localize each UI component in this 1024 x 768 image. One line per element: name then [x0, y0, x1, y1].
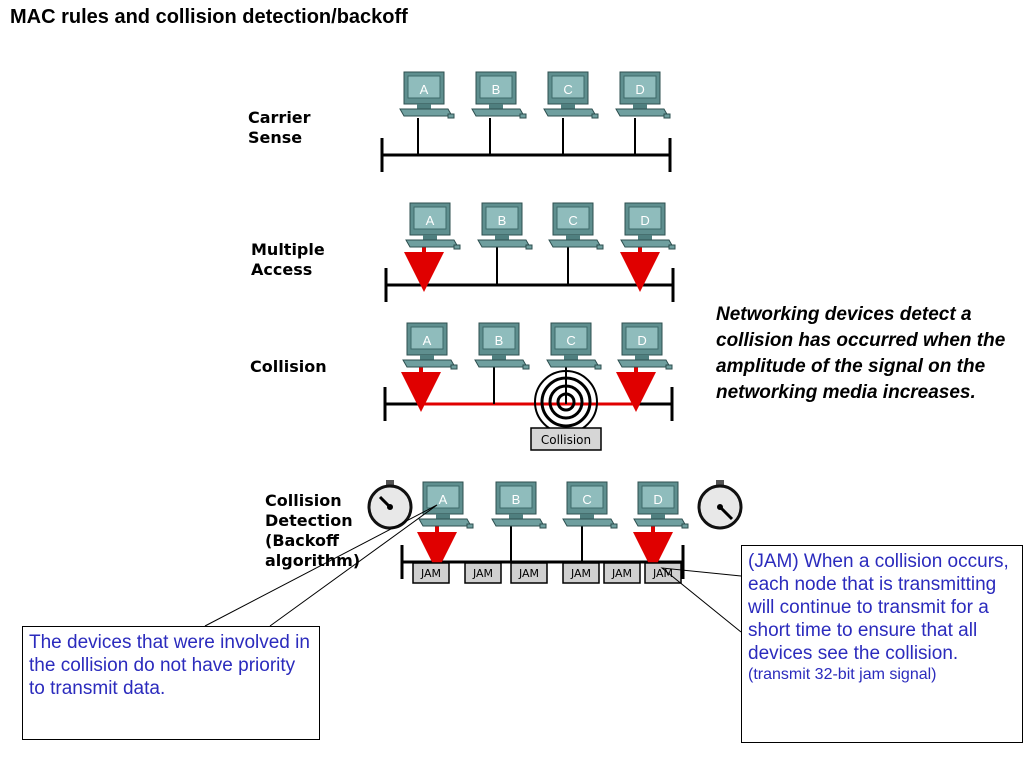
- svg-text:B: B: [492, 82, 501, 97]
- computer-c: C: [562, 481, 618, 529]
- computer-d: D: [633, 481, 689, 529]
- jam-box: JAM: [412, 562, 450, 584]
- jam-box: JAM: [510, 562, 548, 584]
- svg-text:C: C: [582, 492, 591, 507]
- svg-text:B: B: [498, 213, 507, 228]
- jam-box: JAM: [562, 562, 600, 584]
- computer-b: B: [471, 71, 527, 119]
- svg-text:A: A: [426, 213, 435, 228]
- computer-a: A: [405, 202, 461, 250]
- jam-signals: JAM JAM JAM JAM JAM JAM: [412, 562, 682, 584]
- svg-text:C: C: [566, 333, 575, 348]
- callout-priority-pointer: [204, 504, 438, 627]
- svg-text:D: D: [635, 82, 644, 97]
- computer-c: C: [548, 202, 604, 250]
- callout-jam-sub: (transmit 32-bit jam signal): [748, 666, 937, 683]
- svg-text:B: B: [495, 333, 504, 348]
- computer-d: D: [617, 322, 673, 370]
- row-label-collision-detection: Collision Detection (Backoff algorithm): [265, 491, 361, 570]
- svg-text:JAM: JAM: [518, 567, 539, 580]
- computer-b: B: [474, 322, 530, 370]
- svg-text:B: B: [512, 492, 521, 507]
- row-collision: Collision A B C D: [383, 322, 674, 451]
- computer-b: B: [477, 202, 533, 250]
- svg-text:JAM: JAM: [652, 567, 673, 580]
- computer-a: A: [418, 481, 474, 529]
- collision-tag: [530, 427, 602, 451]
- computer-c: C: [546, 322, 602, 370]
- svg-text:A: A: [420, 82, 429, 97]
- slide-title: MAC rules and collision detection/backof…: [10, 6, 408, 28]
- collision-detection-note: Networking devices detect a collision ha…: [716, 304, 1006, 403]
- computer-a: A: [399, 71, 455, 119]
- svg-text:JAM: JAM: [611, 567, 632, 580]
- svg-text:JAM: JAM: [420, 567, 441, 580]
- svg-text:C: C: [568, 213, 577, 228]
- jam-box: JAM: [644, 562, 682, 584]
- callout-priority: The devices that were involved in the co…: [22, 626, 320, 740]
- row-carrier-sense: A B C D: [380, 71, 672, 172]
- callout-jam-main: (JAM) When a collision occurs, each node…: [748, 551, 1009, 664]
- computer-c: C: [543, 71, 599, 119]
- svg-text:A: A: [423, 333, 432, 348]
- computer-d: D: [615, 71, 671, 119]
- svg-text:JAM: JAM: [570, 567, 591, 580]
- row-label-carrier-sense: Carrier Sense: [248, 108, 311, 147]
- svg-text:JAM: JAM: [472, 567, 493, 580]
- callout-jam: (JAM) When a collision occurs, each node…: [741, 545, 1023, 743]
- svg-text:D: D: [637, 333, 646, 348]
- stopwatch-icon: [367, 480, 413, 530]
- svg-text:D: D: [653, 492, 662, 507]
- row-multiple-access: A B C D: [384, 202, 676, 302]
- row-label-collision: Collision: [250, 357, 327, 376]
- row-collision-detection: JAM JAM JAM JAM JAM JAM A B C D: [367, 480, 743, 584]
- jam-box: JAM: [464, 562, 502, 584]
- svg-text:C: C: [563, 82, 572, 97]
- svg-text:A: A: [439, 492, 448, 507]
- callout-jam-pointer: [660, 567, 742, 633]
- collision-tag-label: Collision: [541, 433, 591, 447]
- row-label-multiple-access: Multiple Access: [251, 240, 325, 279]
- svg-text:D: D: [640, 213, 649, 228]
- computer-b: B: [491, 481, 547, 529]
- computer-d: D: [620, 202, 676, 250]
- computer-a: A: [402, 322, 458, 370]
- stopwatch-icon: [697, 480, 743, 530]
- jam-box: JAM: [603, 562, 641, 584]
